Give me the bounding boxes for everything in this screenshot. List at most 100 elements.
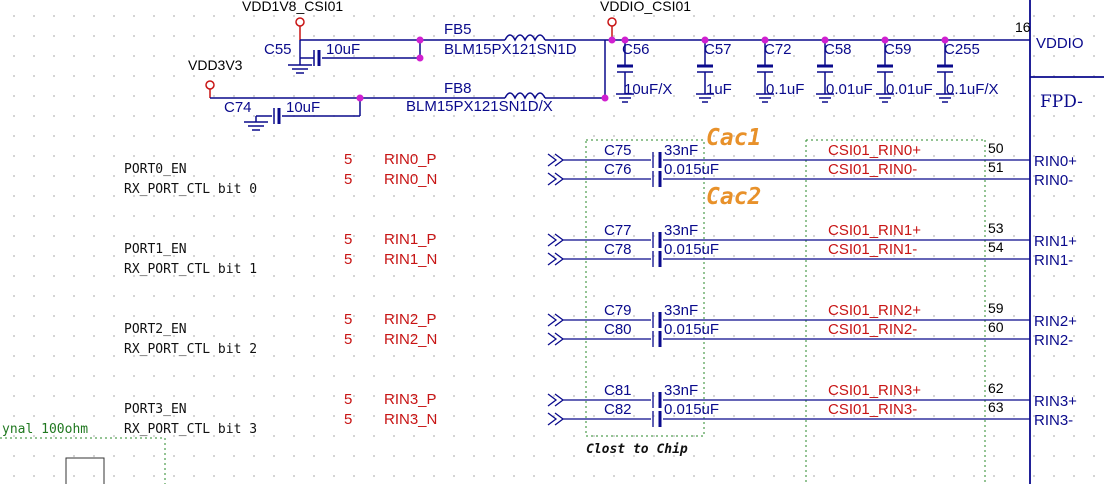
diff-wires: [563, 152, 1030, 187]
offpage-connector: [547, 233, 565, 266]
power-section: [205, 0, 1104, 484]
offpage-connector: [547, 393, 565, 426]
coupling-cap-ref: C79: [604, 302, 632, 319]
pin-number-n: 54: [988, 239, 1004, 255]
net-name-p: CSI01_RIN2+: [828, 302, 921, 319]
c255-ref: C255: [944, 41, 980, 58]
coupling-cap-value: 0.015uF: [664, 161, 719, 178]
pin-number-p: 59: [988, 300, 1004, 316]
coupling-cap-ref: C81: [604, 382, 632, 399]
chip-pin-p: RIN3+: [1034, 393, 1077, 410]
sheet-ref-p: 5: [344, 231, 352, 248]
decoupling-cap-3: [756, 40, 774, 103]
net-name-n: CSI01_RIN1-: [828, 241, 917, 258]
coupling-cap-ref: C75: [604, 142, 632, 159]
c56-value: 10uF/X: [624, 81, 672, 98]
net-name-n: CSI01_RIN0-: [828, 161, 917, 178]
port-ctl-label: RX_PORT_CTL bit 1: [124, 262, 257, 277]
port-ctl-label: RX_PORT_CTL bit 3: [124, 422, 257, 437]
coupling-cap-value: 33nF: [664, 142, 698, 159]
net-name-p: CSI01_RIN1+: [828, 222, 921, 239]
c59-value: 0.01uF: [886, 81, 933, 98]
c74-ref: C74: [224, 99, 252, 116]
chip-pin-p: RIN1+: [1034, 233, 1077, 250]
chip-pin-n: RIN3-: [1034, 412, 1073, 429]
fpd-label: FPD-: [1040, 92, 1083, 112]
c72-value: 0.1uF: [766, 81, 804, 98]
coupling-cap-value: 0.015uF: [664, 241, 719, 258]
coupling-cap-value: 33nF: [664, 222, 698, 239]
port-en-label: PORT0_EN: [124, 162, 187, 177]
port-en-label: PORT1_EN: [124, 242, 187, 257]
chip-pin-n: RIN0-: [1034, 172, 1073, 189]
c72-ref: C72: [764, 41, 792, 58]
coupling-cap-ref: C76: [604, 161, 632, 178]
pin-number-p: 50: [988, 140, 1004, 156]
placement-boxes: [0, 139, 986, 484]
c255-value: 0.1uF/X: [946, 81, 999, 98]
impedance-note: ynal 100ohm: [2, 422, 88, 437]
offpage-p-label: RIN3_P: [384, 391, 437, 408]
pin-number-n: 51: [988, 159, 1004, 175]
offpage-n-label: RIN1_N: [384, 251, 437, 268]
vddio-port-label: VDDIO: [1036, 35, 1084, 52]
c58-ref: C58: [824, 41, 852, 58]
coupling-cap-value: 0.015uF: [664, 321, 719, 338]
c59-ref: C59: [884, 41, 912, 58]
coupling-cap-ref: C78: [604, 241, 632, 258]
net-name-n: CSI01_RIN2-: [828, 321, 917, 338]
fb8-ref: FB8: [444, 80, 472, 97]
port-en-label: PORT3_EN: [124, 402, 187, 417]
chip-pin-p: RIN2+: [1034, 313, 1077, 330]
coupling-cap-value: 33nF: [664, 302, 698, 319]
sheet-ref-p: 5: [344, 391, 352, 408]
sheet-ref-p: 5: [344, 311, 352, 328]
fb8-part: BLM15PX121SN1D/X: [406, 98, 553, 115]
port-ctl-label: RX_PORT_CTL bit 2: [124, 342, 257, 357]
decoupling-cap-5: [876, 40, 894, 103]
pin-number-n: 63: [988, 399, 1004, 415]
pin-number-p: 53: [988, 220, 1004, 236]
junctions: [356, 36, 949, 102]
offpage-p-label: RIN2_P: [384, 311, 437, 328]
offpage-connector: [547, 313, 565, 346]
offpage-p-label: RIN1_P: [384, 231, 437, 248]
net-name-p: CSI01_RIN3+: [828, 382, 921, 399]
pin-number-n: 60: [988, 319, 1004, 335]
sheet-ref-n: 5: [344, 171, 352, 188]
vddio-net-label: VDDIO_CSI01: [600, 0, 691, 14]
fb5-ref: FB5: [444, 21, 472, 38]
coupling-cap-ref: C82: [604, 401, 632, 418]
pin-number-p: 62: [988, 380, 1004, 396]
chip-pin-n: RIN1-: [1034, 252, 1073, 269]
diff-wires: [563, 312, 1030, 347]
chip-pin-n: RIN2-: [1034, 332, 1073, 349]
c57-ref: C57: [704, 41, 732, 58]
offpage-n-label: RIN3_N: [384, 411, 437, 428]
decoupling-caps: [616, 40, 954, 103]
c56-ref: C56: [622, 41, 650, 58]
component-box: [65, 457, 105, 489]
vdd3v3-label: VDD3V3: [188, 57, 243, 73]
c55-value: 10uF: [326, 41, 360, 58]
c57-value: 1uF: [706, 81, 732, 98]
diff-wires: [563, 232, 1030, 267]
coupling-cap-value: 33nF: [664, 382, 698, 399]
sheet-ref-n: 5: [344, 331, 352, 348]
decoupling-cap-1: [616, 40, 634, 103]
diff-wires: [563, 392, 1030, 427]
c74-value: 10uF: [286, 99, 320, 116]
port-en-label: PORT2_EN: [124, 322, 187, 337]
cac1-note: Cac1: [706, 125, 761, 151]
c58-value: 0.01uF: [826, 81, 873, 98]
offpage-p-label: RIN0_P: [384, 151, 437, 168]
decoupling-cap-4: [816, 40, 834, 103]
offpage-n-label: RIN0_N: [384, 171, 437, 188]
offpage-n-label: RIN2_N: [384, 331, 437, 348]
